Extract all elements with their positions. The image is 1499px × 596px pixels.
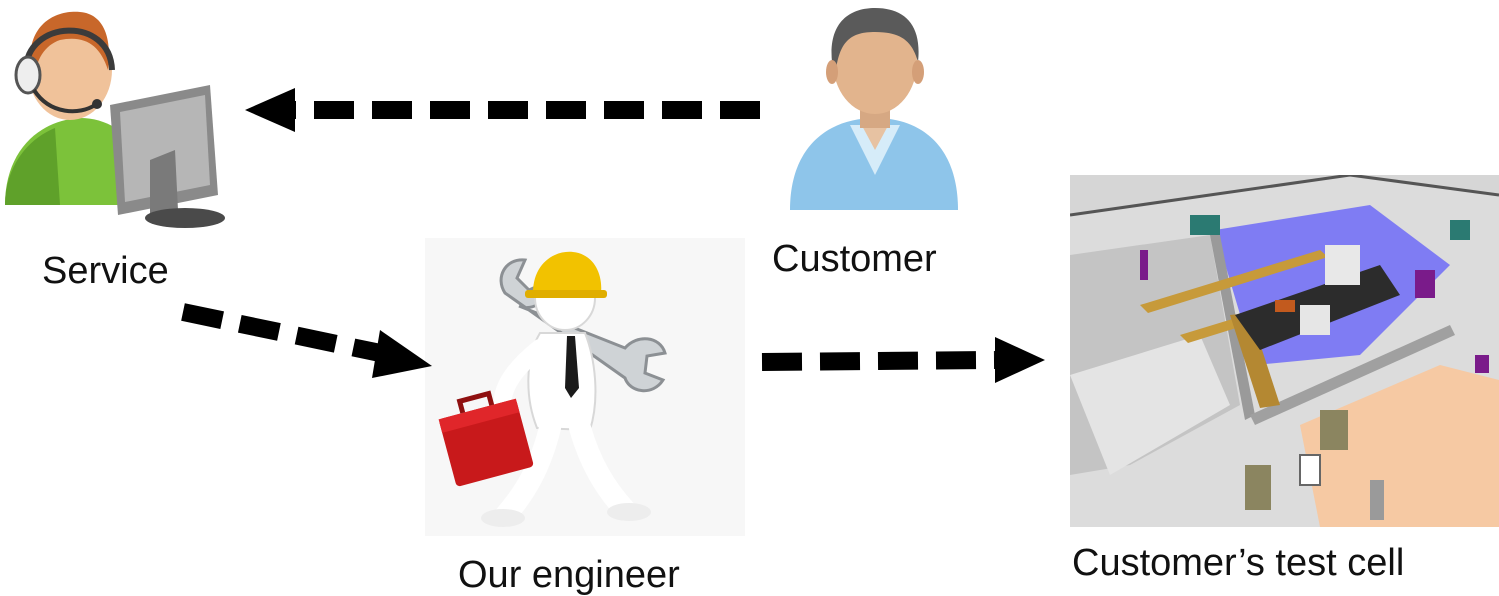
test-cell-label: Customer’s test cell	[1072, 542, 1405, 584]
customer-label: Customer	[772, 238, 937, 280]
test-cell-floorplan-icon	[1070, 175, 1499, 527]
arrow-service-to-engineer	[181, 303, 432, 378]
arrow-engineer-to-testcell	[761, 337, 1045, 383]
service-label: Service	[42, 250, 169, 292]
engineer-label: Our engineer	[458, 554, 680, 596]
arrow-customer-to-service	[245, 88, 760, 132]
support-agent-icon	[5, 11, 225, 228]
customer-person-icon	[790, 8, 958, 210]
engineer-with-wrench-icon	[425, 238, 745, 536]
